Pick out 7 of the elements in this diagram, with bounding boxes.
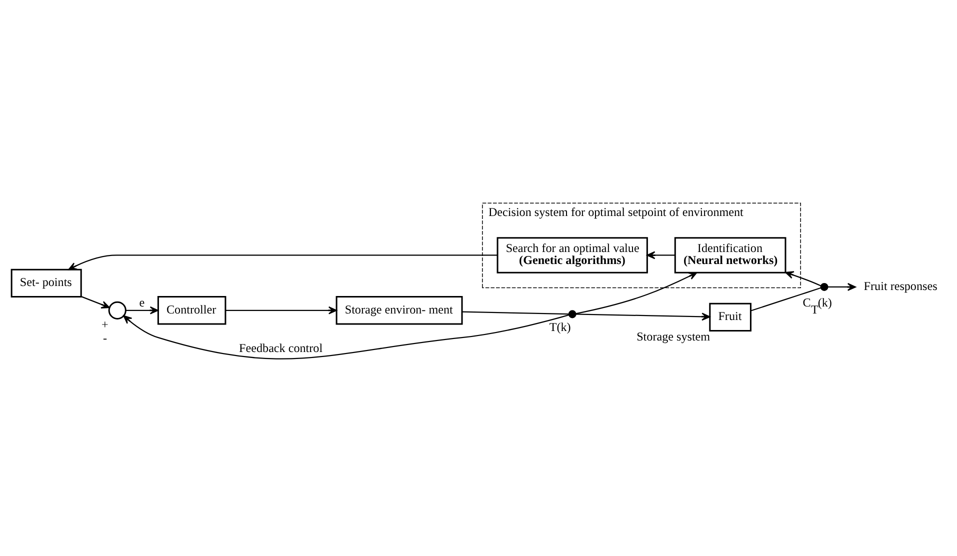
node-label: + (102, 317, 108, 332)
edge-label: Feedback control (239, 340, 323, 355)
node-label: Storage system (636, 329, 710, 344)
node-text: Fruit responses (864, 278, 938, 293)
node-label: T(k) (549, 320, 571, 334)
edge-label: e (139, 295, 145, 310)
node-label: - (103, 330, 108, 345)
